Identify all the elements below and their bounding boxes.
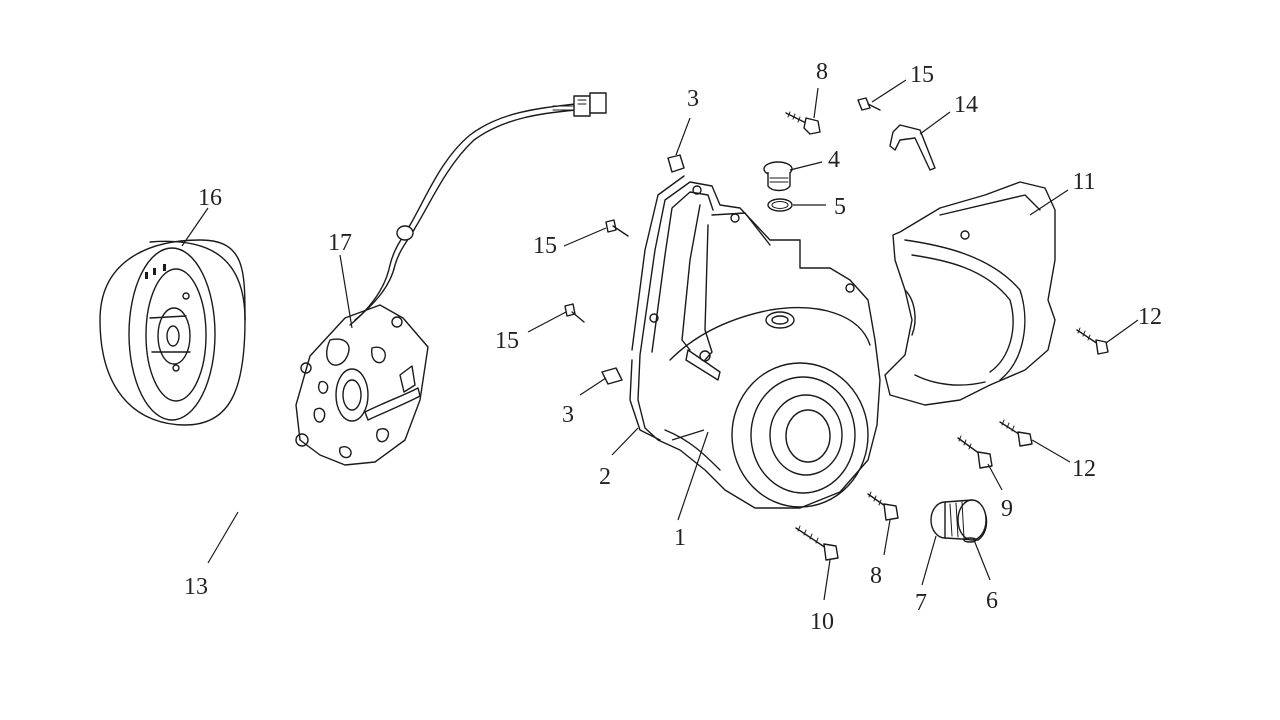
callout-4: 4 — [828, 147, 840, 173]
dowel-pin-lower — [601, 367, 623, 385]
outer-cover — [884, 181, 1056, 406]
gasket — [629, 175, 685, 441]
bolt-8-top — [785, 111, 821, 135]
wire-clip — [889, 124, 936, 171]
stator-plate — [295, 92, 607, 466]
bolt-12-lower — [999, 419, 1033, 447]
callout-12-upper: 12 — [1138, 304, 1162, 330]
callout-15-top: 15 — [910, 62, 934, 88]
bolt-8-lower — [867, 491, 899, 521]
dowel-pin-upper — [667, 154, 685, 173]
filler-cap — [763, 161, 793, 192]
flywheel-rotor — [99, 239, 246, 426]
callout-8-top: 8 — [816, 59, 828, 85]
callout-3-lower: 3 — [562, 402, 574, 428]
bolt-10 — [795, 525, 839, 561]
drain-plug — [930, 499, 988, 543]
callout-6: 6 — [986, 588, 998, 614]
callout-17: 17 — [328, 230, 352, 256]
leader-lines — [181, 79, 1139, 601]
callout-16: 16 — [198, 185, 222, 211]
callout-14: 14 — [954, 92, 978, 118]
bolt-9 — [957, 435, 993, 469]
callout-8-lower: 8 — [870, 563, 882, 589]
crankcase-cover — [637, 181, 881, 509]
callout-11: 11 — [1072, 169, 1095, 195]
callout-10: 10 — [810, 609, 834, 635]
callout-9: 9 — [1001, 496, 1013, 522]
bolt-12-upper — [1076, 327, 1109, 355]
bolt-15-top — [857, 97, 881, 111]
o-ring — [767, 198, 793, 212]
callout-15-lower: 15 — [495, 328, 519, 354]
callout-2: 2 — [599, 464, 611, 490]
callout-15-middle: 15 — [533, 233, 557, 259]
callout-1: 1 — [674, 525, 686, 551]
callout-13: 13 — [184, 574, 208, 600]
bolt-15-middle — [605, 219, 629, 237]
bolt-15-lower — [564, 303, 585, 323]
callout-3-upper: 3 — [687, 86, 699, 112]
callout-12-lower: 12 — [1072, 456, 1096, 482]
callout-7: 7 — [915, 590, 927, 616]
callout-5: 5 — [834, 194, 846, 220]
